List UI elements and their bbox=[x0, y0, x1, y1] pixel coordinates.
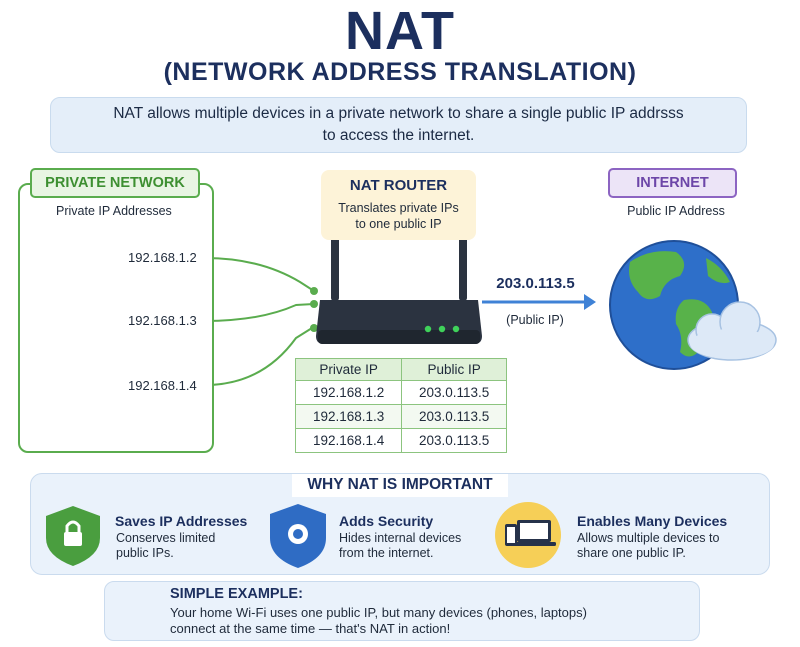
private-network-caption: Private IP Addresses bbox=[56, 204, 172, 218]
table-header-public: Public IP bbox=[401, 358, 507, 381]
connector-monitor bbox=[204, 327, 313, 386]
arrow-right-icon bbox=[482, 294, 596, 310]
table-header-private: Private IP bbox=[294, 358, 403, 381]
benefit-desc-saves-line2: public IPs. bbox=[116, 546, 174, 560]
private-network-panel bbox=[18, 183, 214, 453]
simple-example-panel bbox=[104, 581, 700, 641]
page-title: NAT bbox=[345, 1, 455, 61]
benefit-desc-devices-line2: share one public IP. bbox=[577, 546, 686, 560]
nat-translation-table: Private IP Public IP 192.168.1.2 203.0.1… bbox=[294, 358, 507, 453]
device-ip-laptop: 192.168.1.2 bbox=[128, 250, 197, 265]
internet-caption: Public IP Address bbox=[627, 204, 725, 218]
table-header-row: Private IP Public IP bbox=[294, 358, 507, 381]
benefit-title-saves: Saves IP Addresses bbox=[115, 513, 248, 529]
intro-text-line2: to access the internet. bbox=[322, 127, 475, 144]
table-cell-private: 192.168.1.4 bbox=[294, 428, 403, 453]
table-cell-private: 192.168.1.3 bbox=[294, 404, 403, 429]
intro-text-line1: NAT allows multiple devices in a private… bbox=[113, 105, 684, 122]
router-title: NAT ROUTER bbox=[349, 177, 448, 194]
why-nat-title: WHY NAT IS IMPORTANT bbox=[292, 474, 508, 497]
benefit-title-security: Adds Security bbox=[339, 513, 434, 529]
connector-phone bbox=[204, 303, 315, 322]
internet-badge: INTERNET bbox=[608, 168, 737, 198]
device-ip-monitor: 192.168.1.4 bbox=[128, 378, 197, 393]
simple-example-line2: connect at the same time — that's NAT in… bbox=[170, 621, 451, 636]
benefit-desc-saves-line1: Conserves limited bbox=[116, 531, 216, 545]
table-row: 192.168.1.3 203.0.113.5 bbox=[294, 404, 507, 429]
intro-banner: NAT allows multiple devices in a private… bbox=[50, 97, 747, 153]
nat-router-badge: NAT ROUTER Translates private IPs to one… bbox=[321, 170, 476, 240]
router-icon bbox=[316, 237, 482, 344]
public-ip-tag: (Public IP) bbox=[506, 313, 564, 327]
table-row: 192.168.1.2 203.0.113.5 bbox=[294, 380, 507, 405]
table-cell-public: 203.0.113.5 bbox=[401, 428, 507, 453]
cloud-icon bbox=[687, 301, 777, 361]
simple-example-line1: Your home Wi-Fi uses one public IP, but … bbox=[170, 605, 587, 620]
device-ip-phone: 192.168.1.3 bbox=[128, 313, 197, 328]
router-desc-line2: to one public IP bbox=[355, 217, 442, 231]
private-network-badge: PRIVATE NETWORK bbox=[30, 168, 200, 198]
router-desc-line1: Translates private IPs bbox=[338, 201, 459, 215]
benefit-desc-security-line2: from the internet. bbox=[339, 546, 434, 560]
table-row: 192.168.1.4 203.0.113.5 bbox=[294, 428, 507, 453]
benefit-desc-security-line1: Hides internal devices bbox=[339, 531, 462, 545]
public-ip-label: 203.0.113.5 bbox=[496, 275, 575, 292]
benefit-title-devices: Enables Many Devices bbox=[577, 513, 728, 529]
table-cell-private: 192.168.1.2 bbox=[294, 380, 403, 405]
benefit-desc-devices-line1: Allows multiple devices to bbox=[577, 531, 720, 545]
table-cell-public: 203.0.113.5 bbox=[401, 380, 507, 405]
simple-example-title: SIMPLE EXAMPLE: bbox=[170, 586, 303, 602]
table-cell-public: 203.0.113.5 bbox=[401, 404, 507, 429]
connector-laptop bbox=[204, 257, 315, 292]
page-subtitle: (NETWORK ADDRESS TRANSLATION) bbox=[163, 58, 637, 86]
